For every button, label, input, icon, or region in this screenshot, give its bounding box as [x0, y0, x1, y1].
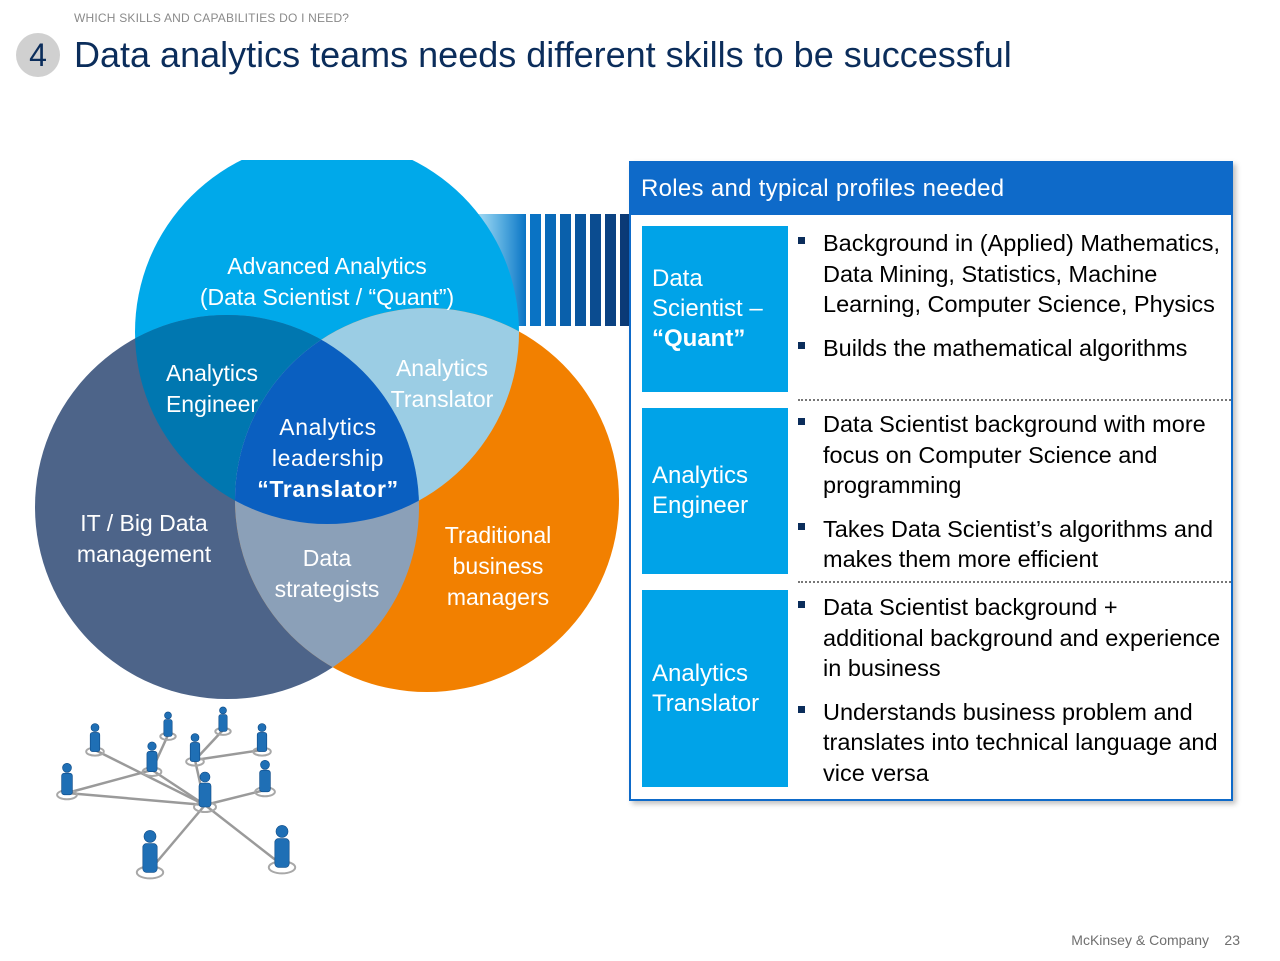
people-network-icon [56, 706, 297, 880]
person-body [189, 742, 201, 762]
bullet-item: Understands business problem and transla… [798, 697, 1223, 789]
person-body [256, 732, 268, 752]
venn-center-analytics-leadership [235, 315, 419, 524]
connector-bar [620, 214, 630, 326]
roles-panel: Roles and typical profiles needed Data S… [629, 161, 1233, 801]
label-advanced-analytics: Advanced Analytics(Data Scientist / “Qua… [199, 253, 455, 310]
role-box-analytics-engineer: Analytics Engineer [642, 408, 788, 574]
person-body [274, 838, 290, 868]
person-head [275, 825, 289, 838]
person-head [62, 763, 72, 773]
person-body [61, 772, 73, 796]
person-body [198, 782, 212, 808]
person-head [260, 760, 270, 770]
role-divider [798, 399, 1231, 401]
role-box-analytics-translator: Analytics Translator [642, 590, 788, 787]
footer-page-number: 23 [1224, 932, 1240, 948]
bullet-item: Builds the mathematical algorithms [798, 333, 1223, 364]
connector-bar [590, 214, 601, 326]
person-body [142, 843, 158, 873]
person-body [218, 714, 228, 732]
footer-company: McKinsey & Company [1071, 932, 1209, 948]
connector-bar [560, 214, 571, 326]
person-body [89, 732, 101, 752]
person-body [163, 719, 173, 737]
venn-diagram [35, 160, 630, 699]
page-title: Data analytics teams needs different ski… [74, 34, 1012, 75]
role-bullets-data-scientist: Background in (Applied) Mathematics, Dat… [798, 228, 1223, 376]
bullet-item: Data Scientist background + additional b… [798, 592, 1223, 684]
person-head [164, 711, 172, 720]
bullet-item: Data Scientist background with more focu… [798, 409, 1223, 501]
role-divider [798, 581, 1231, 583]
person-head [143, 830, 157, 843]
person-body [146, 750, 158, 772]
role-bullets-analytics-engineer: Data Scientist background with more focu… [798, 409, 1223, 588]
person-body [259, 769, 271, 793]
person-head [190, 733, 200, 742]
eyebrow-label: WHICH SKILLS AND CAPABILITIES DO I NEED? [74, 11, 350, 25]
section-number-badge: 4 [16, 33, 60, 77]
person-head [90, 723, 100, 732]
person-head [219, 706, 227, 715]
person-head [257, 723, 267, 732]
bullet-item: Takes Data Scientist’s algorithms and ma… [798, 514, 1223, 575]
network-people [56, 706, 297, 880]
person-head [199, 771, 211, 783]
connector-bar [530, 214, 541, 326]
role-bullets-analytics-translator: Data Scientist background + additional b… [798, 592, 1223, 801]
person-head [147, 741, 157, 751]
roles-panel-title: Roles and typical profiles needed [631, 163, 1231, 215]
connector-bar [605, 214, 616, 326]
connector-bar [545, 214, 556, 326]
bullet-item: Background in (Applied) Mathematics, Dat… [798, 228, 1223, 320]
role-box-data-scientist: Data Scientist – “Quant” [642, 226, 788, 392]
connector-bar [575, 214, 586, 326]
